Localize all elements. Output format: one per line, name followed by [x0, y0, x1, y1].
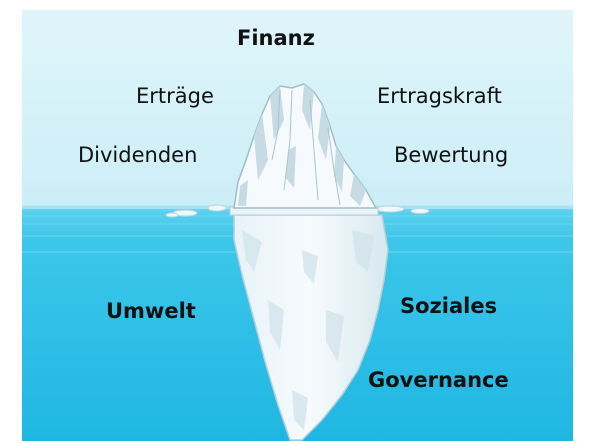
iceberg-underwater-shading	[242, 230, 374, 430]
label-dividenden: Dividenden	[78, 143, 198, 167]
label-bewertung: Bewertung	[394, 143, 509, 167]
ice-floes	[165, 204, 430, 218]
label-finanz: Finanz	[237, 26, 315, 50]
label-umwelt: Umwelt	[106, 299, 196, 323]
label-soziales: Soziales	[400, 294, 498, 318]
label-governance: Governance	[368, 368, 509, 392]
label-ertraege: Erträge	[136, 84, 214, 108]
iceberg-peak-lines	[271, 89, 341, 206]
iceberg-underwater	[233, 214, 389, 441]
label-ertragskraft: Ertragskraft	[377, 84, 502, 108]
iceberg-illustration	[22, 10, 573, 441]
iceberg-scene: Finanz Erträge Ertragskraft Dividenden B…	[22, 10, 573, 441]
